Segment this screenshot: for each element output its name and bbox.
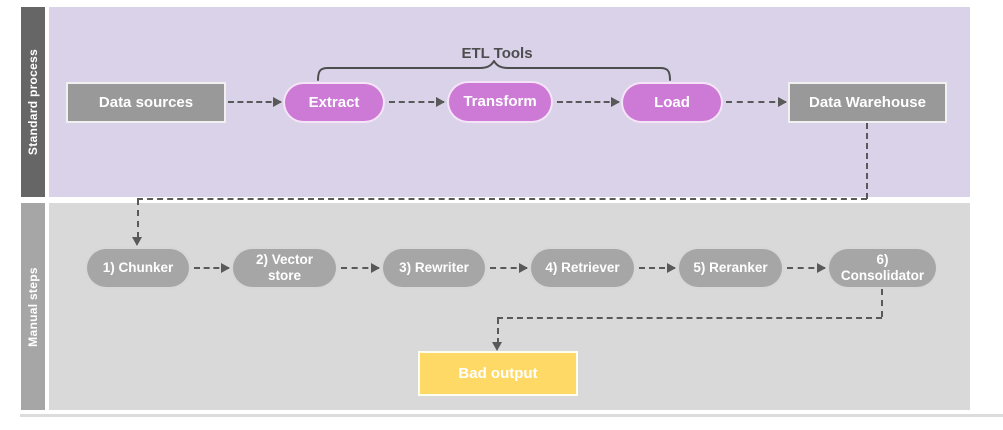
lane-manual-steps-label: Manual steps (21, 203, 45, 410)
arrow-reranker-to-consolidator (787, 263, 826, 273)
arrow-retriever-to-reranker (639, 263, 676, 273)
arrow-extract-to-transform (389, 97, 445, 107)
connector-consolidator-down-segment (881, 289, 883, 317)
node-retriever: 4) Retriever (529, 247, 636, 289)
node-reranker: 5) Reranker (677, 247, 784, 289)
node-consolidator: 6) Consolidator (827, 247, 938, 289)
arrow-rewriter-to-retriever (490, 263, 528, 273)
node-vector-store: 2) Vector store (231, 247, 338, 289)
connector-warehouse-to-chunker-segment (137, 199, 139, 238)
connector-consolidator-to-bad-output-segment (497, 318, 499, 344)
lane-manual-steps-label-text: Manual steps (26, 266, 40, 347)
arrowhead-into-bad-output (492, 342, 502, 351)
node-extract: Extract (283, 82, 385, 123)
node-chunker: 1) Chunker (85, 247, 191, 289)
arrow-chunker-to-vector-store (194, 263, 230, 273)
bottom-divider (20, 414, 1003, 417)
etl-tools-group-label: ETL Tools (461, 45, 533, 62)
arrow-vector-store-to-rewriter (341, 263, 380, 273)
node-bad-output: Bad output (418, 351, 578, 396)
node-load: Load (621, 82, 723, 123)
arrow-transform-to-load (557, 97, 620, 107)
connector-warehouse-horizontal-segment (137, 198, 867, 200)
node-data-warehouse: Data Warehouse (788, 82, 947, 123)
connector-warehouse-down-segment (866, 123, 868, 199)
arrowhead-into-chunker (132, 237, 142, 246)
arrow-data-sources-to-extract (228, 97, 282, 107)
etl-tools-brace (317, 60, 671, 81)
connector-consolidator-horizontal-segment (497, 317, 882, 319)
lane-standard-process-label: Standard process (21, 7, 45, 197)
node-rewriter: 3) Rewriter (381, 247, 487, 289)
node-data-sources: Data sources (66, 82, 226, 123)
node-transform: Transform (447, 81, 553, 123)
lane-standard-process-label-text: Standard process (26, 48, 41, 156)
arrow-load-to-data-warehouse (726, 97, 787, 107)
